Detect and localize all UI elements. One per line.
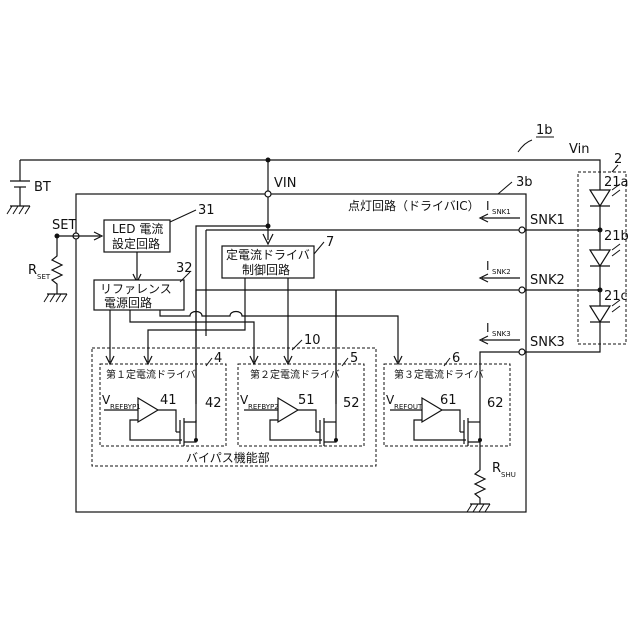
svg-text:R: R xyxy=(28,263,37,278)
svg-text:31: 31 xyxy=(198,203,215,218)
svg-text:LED 電流: LED 電流 xyxy=(112,222,163,236)
led-current-setting-block: LED 電流 設定回路 31 xyxy=(104,203,215,252)
svg-text:5: 5 xyxy=(350,351,358,366)
battery-bt: BT xyxy=(7,160,51,214)
svg-text:リファレンス: リファレンス xyxy=(100,282,172,296)
svg-text:I: I xyxy=(486,259,490,273)
svg-text:SHU: SHU xyxy=(501,471,516,479)
svg-text:第１定電流ドライバ: 第１定電流ドライバ xyxy=(106,368,196,381)
ic-ref: 3b xyxy=(516,175,533,190)
svg-text:電源回路: 電源回路 xyxy=(104,295,152,310)
svg-text:51: 51 xyxy=(298,393,315,408)
sink-pin-1: SNK1 I SNK1 xyxy=(480,199,603,233)
vin-label: VIN xyxy=(274,176,296,191)
svg-text:R: R xyxy=(492,461,501,476)
svg-text:SNK2: SNK2 xyxy=(492,268,511,276)
svg-text:I: I xyxy=(486,321,490,335)
constant-current-driver-3: 第３定電流ドライバ 6 V REFOUT 61 62 xyxy=(384,351,510,446)
svg-text:SET: SET xyxy=(52,218,76,233)
sink-pin-2: SNK2 I SNK2 xyxy=(480,259,603,293)
bypass-label: バイパス機能部 xyxy=(186,450,270,465)
svg-text:設定回路: 設定回路 xyxy=(112,236,160,251)
svg-text:42: 42 xyxy=(205,396,222,411)
svg-text:SNK2: SNK2 xyxy=(530,273,565,288)
svg-text:21b: 21b xyxy=(604,229,629,244)
rshu-resistor: R SHU xyxy=(467,461,516,512)
svg-text:制御回路: 制御回路 xyxy=(242,262,290,277)
figure-ref: 1b xyxy=(536,123,553,138)
svg-text:41: 41 xyxy=(160,393,177,408)
svg-text:7: 7 xyxy=(326,235,334,250)
svg-text:4: 4 xyxy=(214,351,222,366)
reference-supply-block: リファレンス 電源回路 32 xyxy=(94,261,193,310)
svg-text:2: 2 xyxy=(614,152,622,167)
constant-current-driver-2: 第２定電流ドライバ 5 V REFBYP2 51 52 xyxy=(238,351,364,446)
svg-text:SET: SET xyxy=(37,273,51,281)
sink-pin-3: SNK3 I SNK3 xyxy=(480,321,600,355)
svg-text:第２定電流ドライバ: 第２定電流ドライバ xyxy=(250,368,340,381)
svg-text:定電流ドライバ: 定電流ドライバ xyxy=(226,247,310,262)
rset-resistor: R SET xyxy=(28,236,67,302)
svg-text:SNK3: SNK3 xyxy=(530,335,565,350)
svg-text:62: 62 xyxy=(487,396,504,411)
svg-text:SNK1: SNK1 xyxy=(530,213,565,228)
constant-current-driver-1: 第１定電流ドライバ 4 V REFBYP1 41 42 xyxy=(100,351,226,446)
svg-text:I: I xyxy=(486,199,490,213)
svg-text:SNK1: SNK1 xyxy=(492,208,511,216)
set-pin: SET xyxy=(52,218,102,240)
svg-text:52: 52 xyxy=(343,396,360,411)
svg-text:Vin: Vin xyxy=(569,142,589,157)
bypass-ref: 10 xyxy=(304,333,321,348)
ic-title: 点灯回路（ドライバIC） xyxy=(348,198,480,213)
svg-text:21c: 21c xyxy=(604,289,628,304)
svg-text:SNK3: SNK3 xyxy=(492,330,511,338)
cc-driver-control-block: 定電流ドライバ 制御回路 7 xyxy=(222,235,334,278)
svg-text:21a: 21a xyxy=(604,175,629,190)
svg-text:32: 32 xyxy=(176,261,193,276)
svg-text:第３定電流ドライバ: 第３定電流ドライバ xyxy=(394,368,484,381)
led-module: Vin 2 21a 21b 21c xyxy=(569,142,629,344)
svg-text:6: 6 xyxy=(452,351,460,366)
svg-text:61: 61 xyxy=(440,393,457,408)
svg-text:BT: BT xyxy=(34,180,51,195)
